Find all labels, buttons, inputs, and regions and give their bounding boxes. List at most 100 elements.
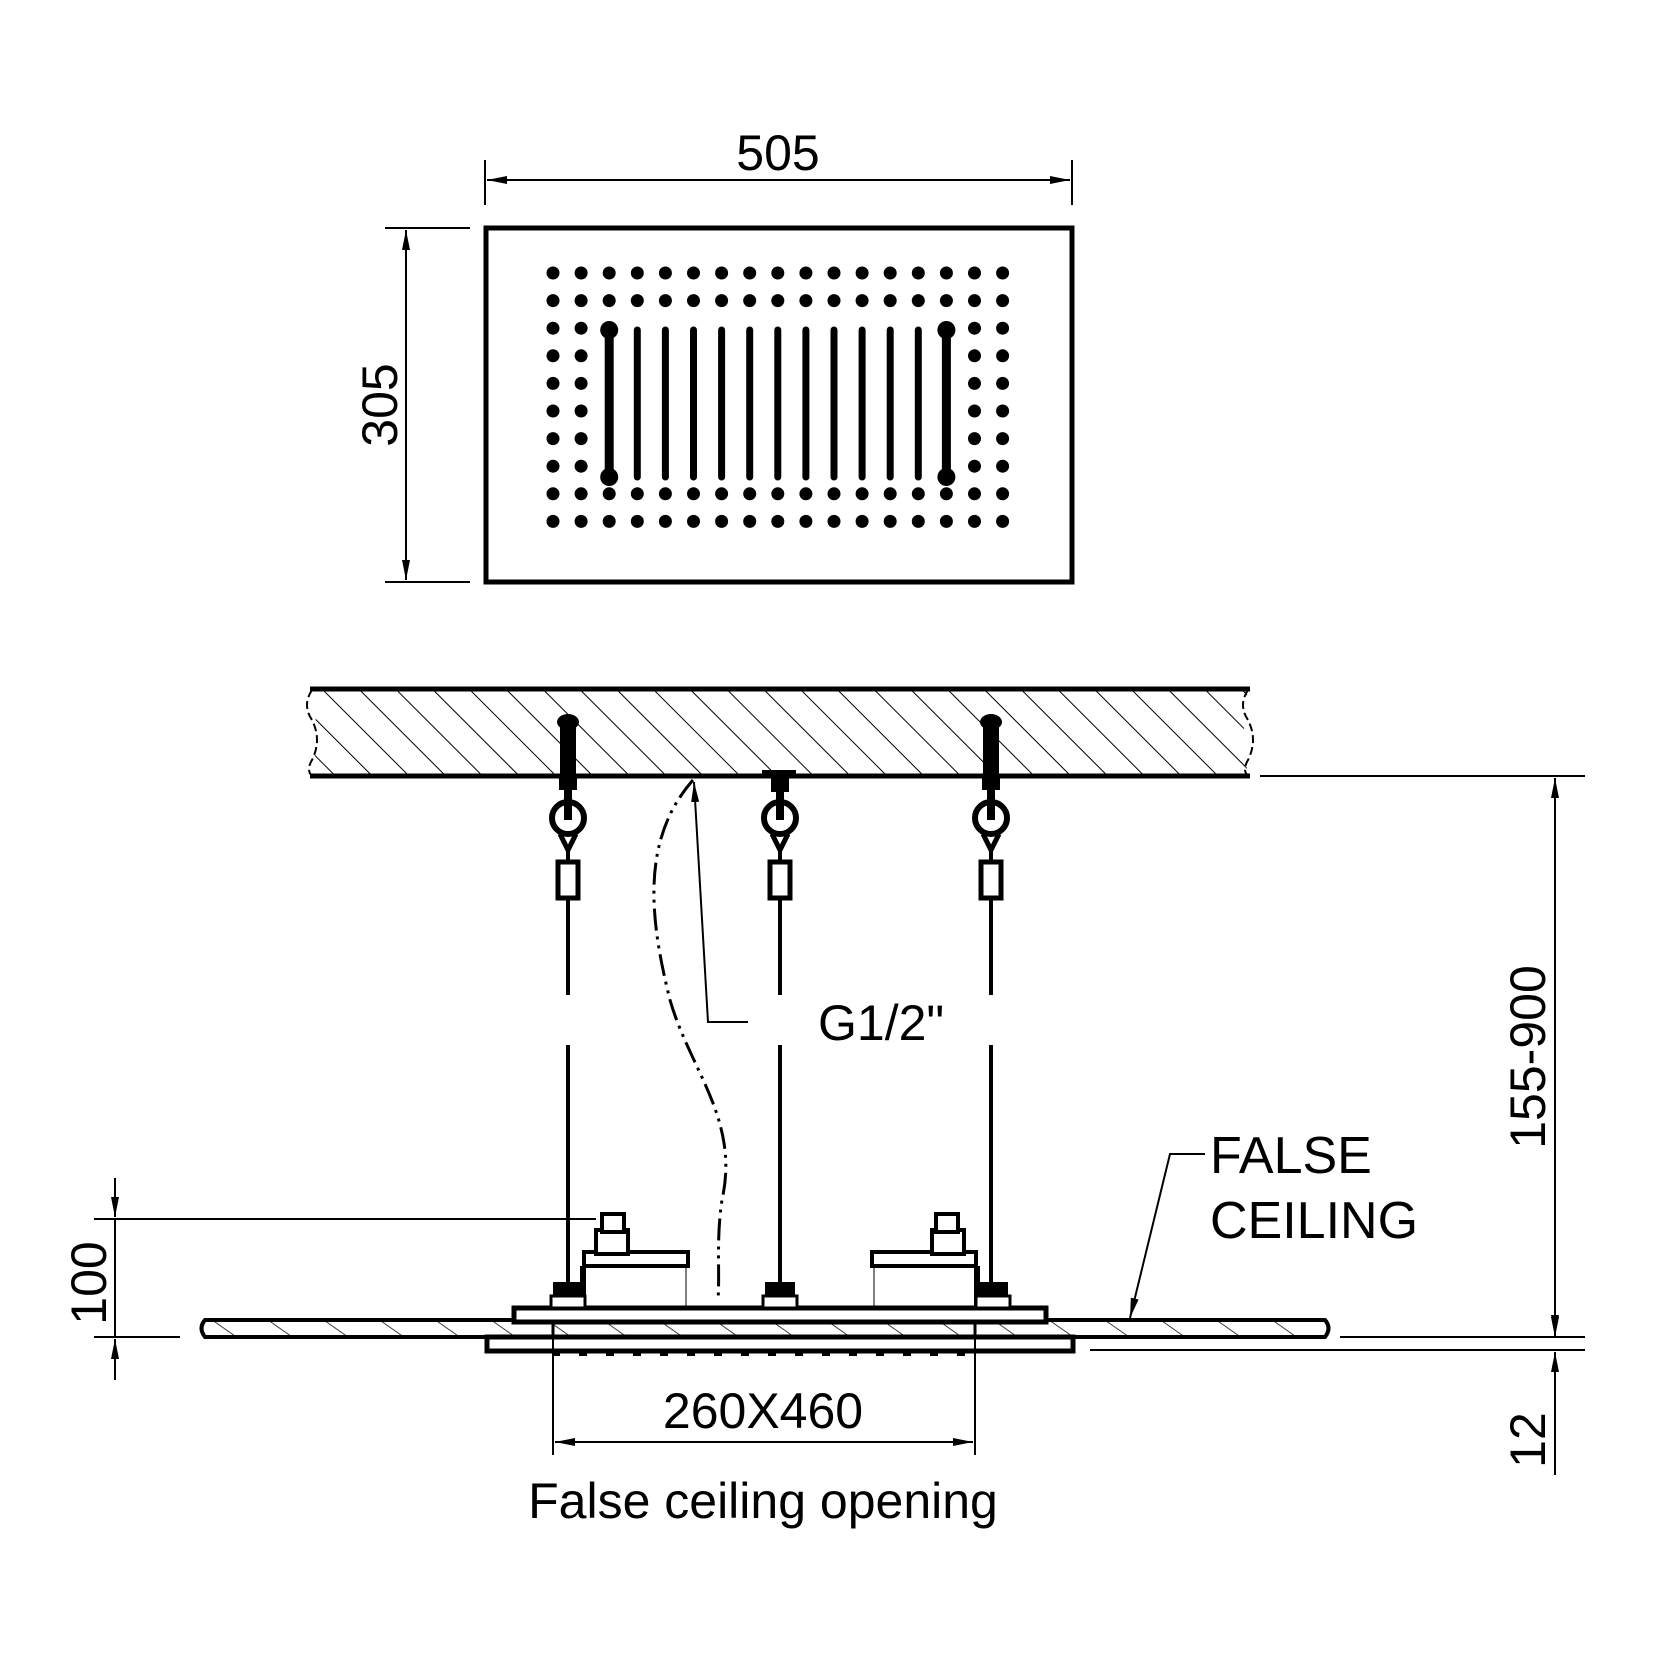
nozzle-dot bbox=[743, 294, 757, 308]
nozzle-dot bbox=[996, 349, 1010, 363]
nozzle-dot bbox=[715, 294, 729, 308]
suspension-hangers bbox=[549, 776, 1010, 1282]
nozzle-dot bbox=[602, 294, 616, 308]
ceiling-anchor-center bbox=[762, 770, 796, 778]
nozzle-dot bbox=[546, 376, 560, 390]
hanger-part bbox=[555, 859, 581, 901]
nozzle-dot bbox=[799, 294, 813, 308]
nozzle-dot bbox=[743, 266, 757, 280]
nozzle-grid bbox=[546, 266, 1010, 528]
nozzle-dot bbox=[771, 487, 785, 501]
nozzle-dot bbox=[574, 404, 588, 418]
underside-nozzle bbox=[714, 1351, 722, 1356]
nozzle-dot bbox=[855, 294, 869, 308]
underside-nozzle bbox=[876, 1351, 884, 1356]
width-dimension-label: 505 bbox=[736, 125, 819, 181]
ceiling-anchor-left bbox=[557, 714, 579, 776]
nozzle-dot bbox=[911, 487, 925, 501]
nozzle-dot bbox=[996, 266, 1010, 280]
nozzle-dot bbox=[855, 266, 869, 280]
nozzle-dot bbox=[911, 514, 925, 528]
nozzle-dot bbox=[996, 376, 1010, 390]
suspension-range-label: 155-900 bbox=[1500, 965, 1556, 1149]
body-height-label: 100 bbox=[61, 1241, 117, 1324]
nozzle-dot bbox=[630, 514, 644, 528]
nozzle-dot bbox=[574, 459, 588, 473]
nozzle-dot bbox=[996, 294, 1010, 308]
nozzle-dot bbox=[911, 266, 925, 280]
nozzle-dot bbox=[968, 404, 981, 418]
hanger-center bbox=[761, 778, 799, 1282]
hanger-part bbox=[767, 859, 793, 901]
nozzle-dot bbox=[911, 294, 925, 308]
nozzle-dot bbox=[574, 321, 588, 335]
underside-nozzle bbox=[633, 1351, 641, 1356]
nozzle-dot bbox=[939, 514, 953, 528]
nozzle-dot bbox=[827, 514, 841, 528]
hanger-part bbox=[982, 776, 1000, 790]
nozzle-dot bbox=[574, 294, 588, 308]
nozzle-dot bbox=[574, 487, 588, 501]
nozzle-dot bbox=[743, 514, 757, 528]
nozzle-dot bbox=[996, 321, 1010, 335]
underside-nozzle bbox=[849, 1351, 857, 1356]
connection-label: G1/2" bbox=[818, 995, 944, 1051]
connection-callout: G1/2" bbox=[691, 781, 944, 1051]
hanger-part bbox=[564, 790, 572, 820]
underside-nozzle bbox=[741, 1351, 749, 1356]
nozzle-dot bbox=[574, 376, 588, 390]
nozzle-dot bbox=[968, 459, 981, 473]
nozzle-dot bbox=[827, 266, 841, 280]
nozzle-dot bbox=[574, 432, 588, 446]
nozzle-dot bbox=[968, 514, 981, 528]
underside-nozzle bbox=[903, 1351, 911, 1356]
nozzle-dot bbox=[574, 514, 588, 528]
nozzle-dot bbox=[658, 514, 672, 528]
nozzle-dot bbox=[687, 487, 700, 501]
hanger-part bbox=[987, 790, 995, 820]
hanger-part bbox=[978, 859, 1004, 901]
false-ceiling-label-line1: FALSE bbox=[1210, 1127, 1372, 1185]
nozzle-dot bbox=[968, 432, 981, 446]
nozzle-dot bbox=[996, 404, 1010, 418]
structural-ceiling bbox=[306, 686, 1254, 779]
nozzle-dot bbox=[546, 432, 560, 446]
nozzle-dot bbox=[771, 266, 785, 280]
nozzle-dot bbox=[602, 487, 616, 501]
opening-dimension-label: 260X460 bbox=[663, 1383, 863, 1439]
nozzle-dot bbox=[715, 487, 729, 501]
underside-nozzle bbox=[930, 1351, 938, 1356]
side-view: G1/2" bbox=[61, 686, 1585, 1529]
nozzle-dot bbox=[546, 404, 560, 418]
nozzle-bar-end bbox=[937, 321, 956, 339]
underside-nozzle bbox=[660, 1351, 668, 1356]
nozzle-dot bbox=[546, 487, 560, 501]
hanger-left bbox=[549, 776, 587, 1282]
nozzle-dot bbox=[687, 294, 700, 308]
water-supply-hose bbox=[652, 779, 728, 1301]
nozzle-dot bbox=[771, 294, 785, 308]
plate-thickness-dimension: 12 bbox=[1090, 1310, 1585, 1475]
plate-thickness-label: 12 bbox=[1500, 1412, 1556, 1468]
nozzle-dot bbox=[883, 487, 897, 501]
nozzle-dot bbox=[968, 294, 981, 308]
nozzle-dot bbox=[799, 487, 813, 501]
nozzle-dot bbox=[939, 487, 953, 501]
shower-body bbox=[484, 1212, 1076, 1356]
false-ceiling-callout: FALSE CEILING bbox=[1129, 1127, 1418, 1319]
nozzle-dot bbox=[771, 514, 785, 528]
nozzle-dot bbox=[630, 266, 644, 280]
nozzle-dot bbox=[630, 487, 644, 501]
underside-nozzle bbox=[795, 1351, 803, 1356]
hanger-part bbox=[771, 778, 789, 792]
nozzle-dot bbox=[687, 266, 700, 280]
nozzle-dot bbox=[546, 266, 560, 280]
underside-nozzle bbox=[822, 1351, 830, 1356]
nozzle-dot bbox=[715, 514, 729, 528]
nozzle-dot bbox=[939, 294, 953, 308]
nozzle-dot bbox=[799, 266, 813, 280]
nozzle-dot bbox=[658, 294, 672, 308]
nozzle-dot bbox=[996, 432, 1010, 446]
shower-plate-outline bbox=[483, 225, 1075, 585]
